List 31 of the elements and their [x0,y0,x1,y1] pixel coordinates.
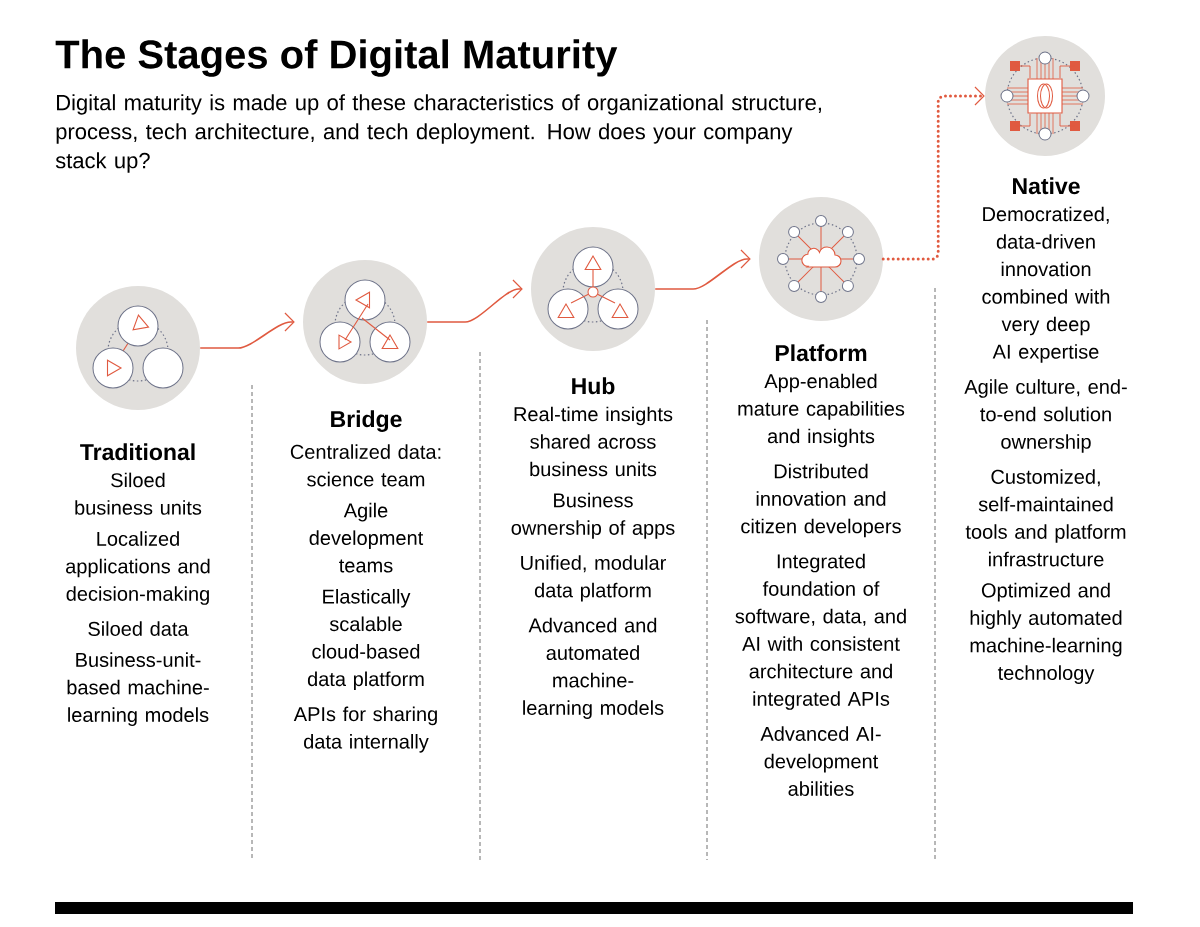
stage-item: Distributed innovation and citizen developers [741,463,901,538]
stage-item: App-enabled mature capabilities and insights [738,373,905,448]
stage-item: Business ownership of apps [511,492,675,539]
stage-item: Advanced and automated machine-learning models [523,617,664,719]
stage-item: Elastically scalable cloud-based data platform [307,588,424,691]
arrow [199,312,295,349]
stage-item: APIs for sharing data internally [293,706,437,753]
stage-item: Optimized and highly automated machine-learning technology [970,582,1122,684]
stage-item: Advanced AI-development abilities [760,726,881,796]
stage-heading: Traditional [80,443,195,461]
stage-item: Agile culture, end-to-end solution ownership [964,379,1127,453]
arrow [426,279,523,323]
title: The Stages of Digital Maturity [55,39,618,77]
intro-text: Digital maturity is made up of these characteristics of organizational structure, process, tech architecture, and tech deployment. How does your company stack up? [55,94,821,173]
stage-item: Unified, modular data platform [521,555,666,602]
stage-item: Siloed data [88,621,189,636]
stage-heading: Bridge [331,410,402,432]
stage-item: Real-time insights shared across business units [514,406,673,477]
stage-heading: Native [1013,177,1080,195]
stage-heading: Platform [775,344,867,362]
stage-item: Business-unit-based machine-learning models [67,652,209,726]
arrow [654,249,751,290]
stage-item: Agile development teams [309,502,424,573]
stage-item: Customized, self-maintained tools and platform infrastructure [965,469,1126,567]
arrow [881,86,985,261]
stage-item: Siloed business units [75,472,202,515]
stage-item: Centralized data: science team [290,444,441,487]
stage-item: Integrated foundation of software, data, and AI with consistent architecture and integrated APIs [735,553,906,710]
stage-heading: Hub [572,377,615,395]
stage-item: Democratized, data-driven innovation combined with very deep AI expertise [982,206,1110,363]
stage-item: Localized applications and decision-making [66,531,210,605]
